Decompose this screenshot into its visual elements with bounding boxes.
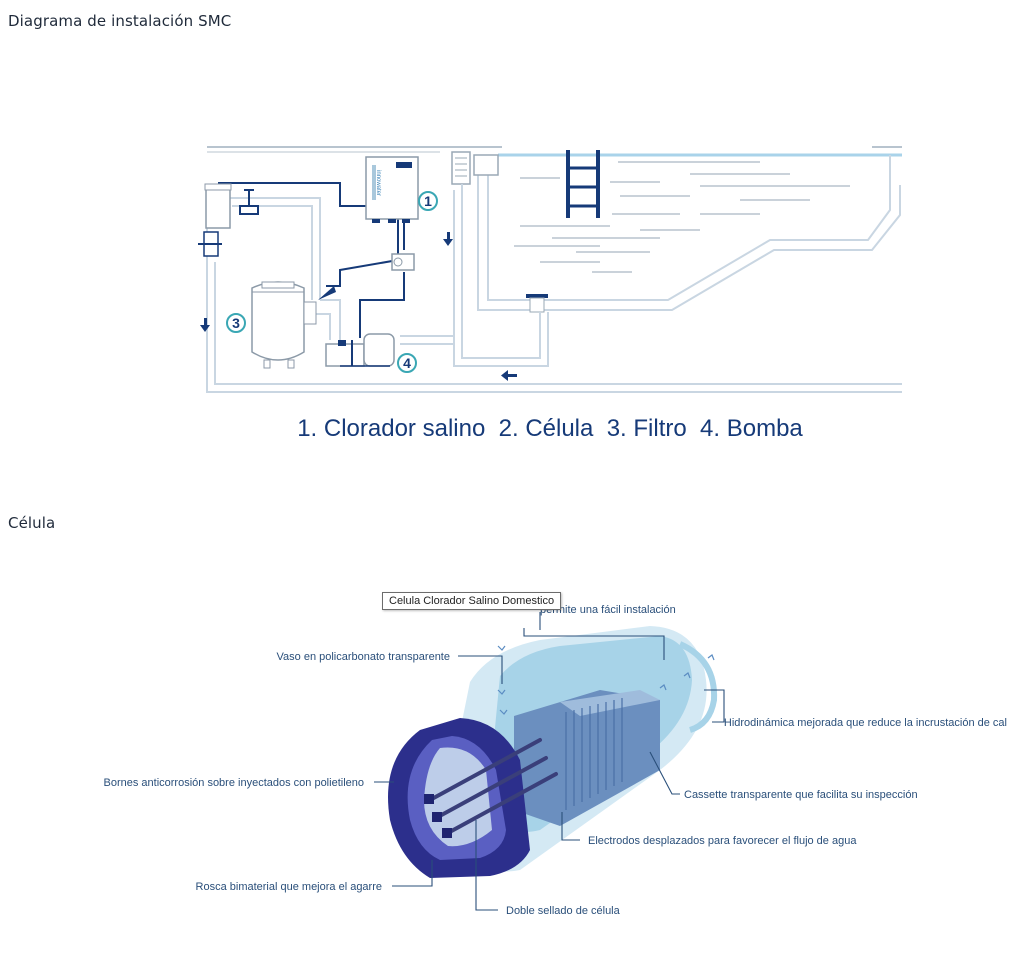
label-electrodos: Electrodos desplazados para favorecer el… [588,835,857,847]
brand-label: innowater [375,170,381,196]
label-easy-install: permite una fácil instalación [540,604,676,616]
flow-arrows [200,232,517,381]
label-doble-sellado: Doble sellado de célula [506,905,621,917]
electrode-rods [428,738,558,836]
arrow-down-icon [200,318,210,332]
leader-lines [374,612,725,911]
section-title-installation: Diagrama de instalación SMC [8,12,232,30]
image-tooltip: Celula Clorador Salino Domestico [382,592,562,610]
filter-tank [251,281,336,369]
installation-diagram: innowater [198,146,902,442]
label-bornes: Bornes anticorrosión sobre inyectados co… [104,777,365,789]
number-badges: 1 3 4 [226,191,438,373]
diagram-legend: 1. Clorador salino 2. Célula 3. Filtro 4… [297,415,803,442]
label-vaso: Vaso en policarbonato transparente [277,651,450,663]
pipes [206,184,902,393]
main-drain [526,294,548,298]
water-ripples [514,161,850,273]
skimmer [451,151,471,185]
pump-unit [325,333,395,367]
cell-unit [391,253,415,271]
badge-3: 3 [232,315,240,331]
wiring [218,182,405,338]
label-hidrodinamica: Hidrodinámica mejorada que reduce la inc… [724,717,1007,729]
section-title-cell: Célula [8,514,56,532]
electrode-cassette [514,690,660,826]
salt-chlorinator-unit: innowater [365,156,419,223]
valve-icon [198,183,259,257]
badge-4: 4 [403,355,411,371]
arrow-left-icon [501,370,517,381]
label-cassette: Cassette transparente que facilita su in… [684,789,918,801]
label-rosca: Rosca bimaterial que mejora el agarre [196,881,382,893]
arrow-down-icon [443,232,453,246]
ladder-icon [566,150,600,218]
cell-illustration: permite una fácil instalación Vaso en po… [104,604,1008,917]
badge-1: 1 [424,193,432,209]
pool-outline [487,155,891,301]
